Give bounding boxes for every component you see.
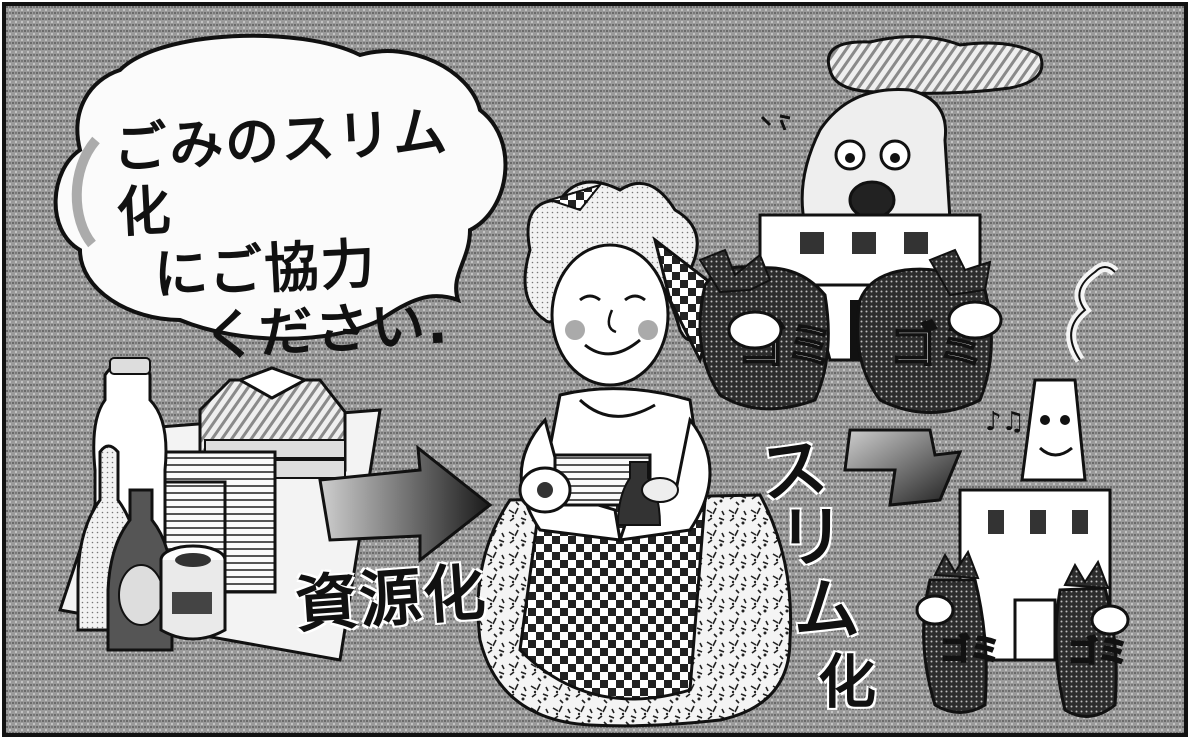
slim-label: ス リ ム 化 [755, 428, 900, 718]
slim-incinerator: ♪♫ ゴミ ゴミ [915, 262, 1130, 718]
bubble-line-1: ごみのスリム化 [111, 100, 451, 245]
slim-char-3: ム [794, 571, 860, 648]
slim-char-1: ス [755, 427, 832, 514]
slim-char-4: 化 [818, 648, 877, 716]
woman-figure [476, 180, 793, 728]
resource-label: 資源化 [293, 555, 490, 642]
slim-char-2: リ [778, 499, 844, 576]
recyclables-pile [58, 357, 382, 662]
speech-bubble [53, 33, 508, 341]
slim-arrow [843, 428, 963, 507]
bag-mark-small-left: ゴミ [940, 633, 1000, 668]
resource-arrow [318, 444, 493, 564]
music-notes: ♪♫ [985, 407, 1025, 437]
overloaded-incinerator: ゴミ ゴミ [698, 35, 1044, 414]
bag-mark-small-right: ゴミ [1068, 635, 1128, 670]
speech-bubble-text: ごみのスリム化 にご協力 ください. [112, 99, 485, 373]
